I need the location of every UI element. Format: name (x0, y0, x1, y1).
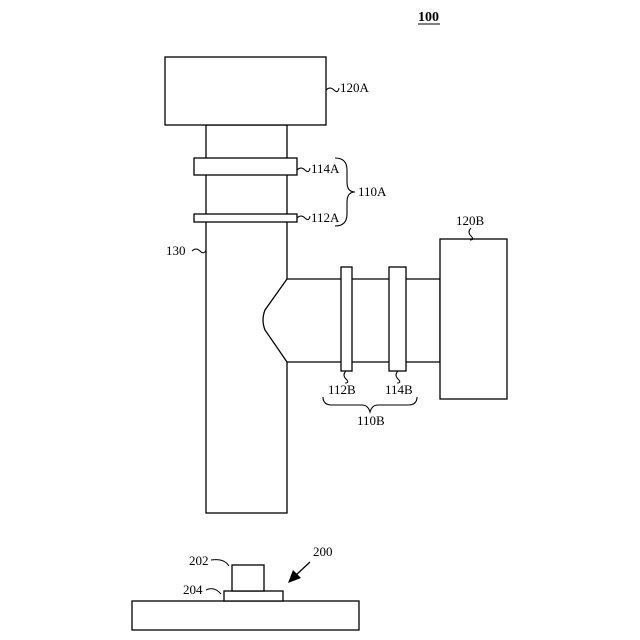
chamber-120a (165, 57, 326, 125)
base-plate (132, 601, 359, 630)
label-120b: 120B (456, 213, 485, 228)
leader-120a (326, 88, 339, 92)
label-114b: 114B (385, 382, 413, 397)
label-204: 204 (183, 582, 203, 597)
leader-112a (297, 216, 310, 220)
label-120a: 120A (340, 80, 370, 95)
leader-130 (192, 249, 206, 253)
chamber-120b (440, 239, 507, 399)
ring-112b (341, 267, 352, 371)
ring-114a (194, 158, 297, 175)
arrow-200-shaft (295, 562, 310, 576)
label-130: 130 (166, 243, 186, 258)
label-112b: 112B (328, 382, 356, 397)
ring-114b (389, 267, 406, 371)
leader-202 (211, 560, 229, 566)
label-110a: 110A (358, 184, 387, 199)
label-112a: 112A (311, 210, 340, 225)
layer-204 (224, 591, 283, 601)
leader-204 (206, 589, 221, 594)
ring-112a (194, 214, 297, 222)
label-114a: 114A (311, 161, 340, 176)
label-200: 200 (313, 544, 333, 559)
figure-number-label: 100 (418, 10, 439, 25)
brace-110b (323, 397, 417, 412)
label-110b: 110B (357, 413, 385, 428)
leader-120b (469, 228, 473, 240)
label-202: 202 (189, 553, 209, 568)
leader-114a (297, 168, 310, 172)
block-202 (232, 565, 264, 591)
